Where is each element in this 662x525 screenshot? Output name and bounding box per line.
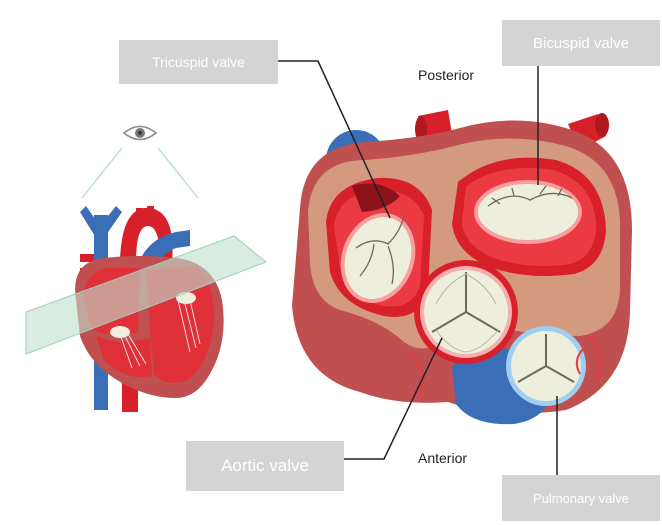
small-heart-overview xyxy=(25,125,267,412)
right-ventricle-small xyxy=(96,336,152,378)
tricuspid-valve-label: Tricuspid valve xyxy=(119,40,278,84)
aortic-valve-label: Aortic valve xyxy=(186,441,344,491)
heart-cross-section xyxy=(292,110,632,425)
leader-aortic xyxy=(344,337,443,460)
aortic-arch-small xyxy=(120,207,173,262)
leader-lines xyxy=(278,60,558,475)
valve-small-right xyxy=(110,326,130,338)
bicuspid-valve xyxy=(474,180,582,244)
bicuspid-valve-label: Bicuspid valve xyxy=(502,20,660,66)
posterior-label: Posterior xyxy=(418,67,475,83)
section-plane xyxy=(25,235,267,355)
eye-icon xyxy=(122,125,158,141)
view-line-left xyxy=(81,147,123,199)
tricuspid-valve xyxy=(340,213,416,303)
pulmonary-valve xyxy=(506,326,586,406)
leader-tricuspid xyxy=(278,60,391,219)
view-line-right xyxy=(157,147,199,199)
pulmonary-valve-label: Pulmonary valve xyxy=(502,475,660,521)
aortic-valve xyxy=(414,260,518,364)
anterior-label: Anterior xyxy=(418,450,468,466)
coronary-vessels xyxy=(409,335,601,397)
